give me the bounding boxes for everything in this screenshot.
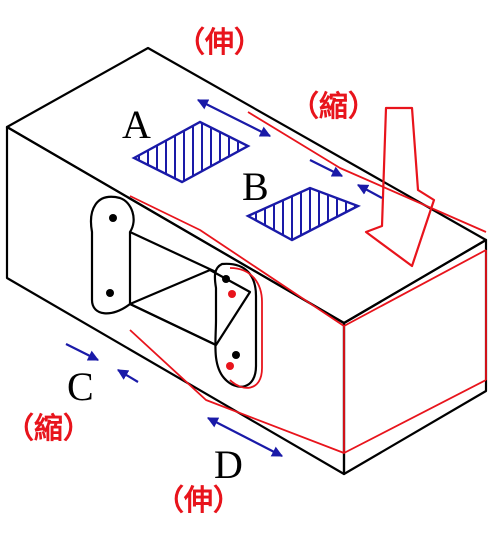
strain-arrows bbox=[65, 99, 383, 457]
compress-arrow-c-right-icon bbox=[117, 369, 139, 383]
label-top-stretch: （伸） bbox=[176, 25, 263, 59]
block-right-face bbox=[342, 238, 488, 476]
label-right-compress: （縮） bbox=[290, 89, 377, 123]
stretch-arrow-d-icon bbox=[207, 417, 283, 457]
compress-arrow-c-icon bbox=[65, 343, 99, 361]
cavity bbox=[90, 195, 258, 388]
mount-dot-upper-right bbox=[222, 275, 230, 283]
mount-dot-lower-right bbox=[232, 351, 240, 359]
strain-gauge-a bbox=[131, 120, 251, 184]
label-c: C bbox=[67, 364, 94, 409]
strain-gauges bbox=[131, 120, 361, 242]
label-bottom-stretch: （伸） bbox=[155, 483, 242, 517]
deformed-right-lobe bbox=[229, 267, 263, 389]
deformed-front-bottom-edge bbox=[129, 329, 487, 454]
label-left-compress: （縮） bbox=[5, 411, 92, 445]
label-a: A bbox=[122, 102, 151, 147]
load-arrow bbox=[364, 106, 436, 268]
cavity-floor bbox=[128, 268, 252, 347]
cavity-upper-edge bbox=[129, 231, 217, 273]
compress-arrow-b-icon bbox=[309, 159, 343, 177]
stretch-arrow-a-icon bbox=[197, 99, 271, 137]
cavity-left-lobe bbox=[90, 195, 135, 315]
mount-dot-lower-right-moved bbox=[226, 362, 234, 370]
mount-dot-lower-left bbox=[106, 289, 114, 297]
cavity-right-lobe bbox=[213, 262, 258, 388]
mount-points bbox=[106, 214, 240, 370]
mount-dot-upper-left bbox=[109, 214, 117, 222]
label-d: D bbox=[214, 442, 243, 487]
label-b: B bbox=[242, 164, 269, 209]
deformed-front-top-edge bbox=[129, 195, 487, 327]
labels: A B C D （伸） （縮） （縮） （伸） bbox=[5, 25, 377, 517]
mount-dot-upper-right-moved bbox=[228, 290, 236, 298]
load-arrow-icon bbox=[364, 106, 436, 268]
strain-gauge-b bbox=[245, 186, 361, 242]
compress-arrow-b-right-icon bbox=[357, 184, 383, 199]
